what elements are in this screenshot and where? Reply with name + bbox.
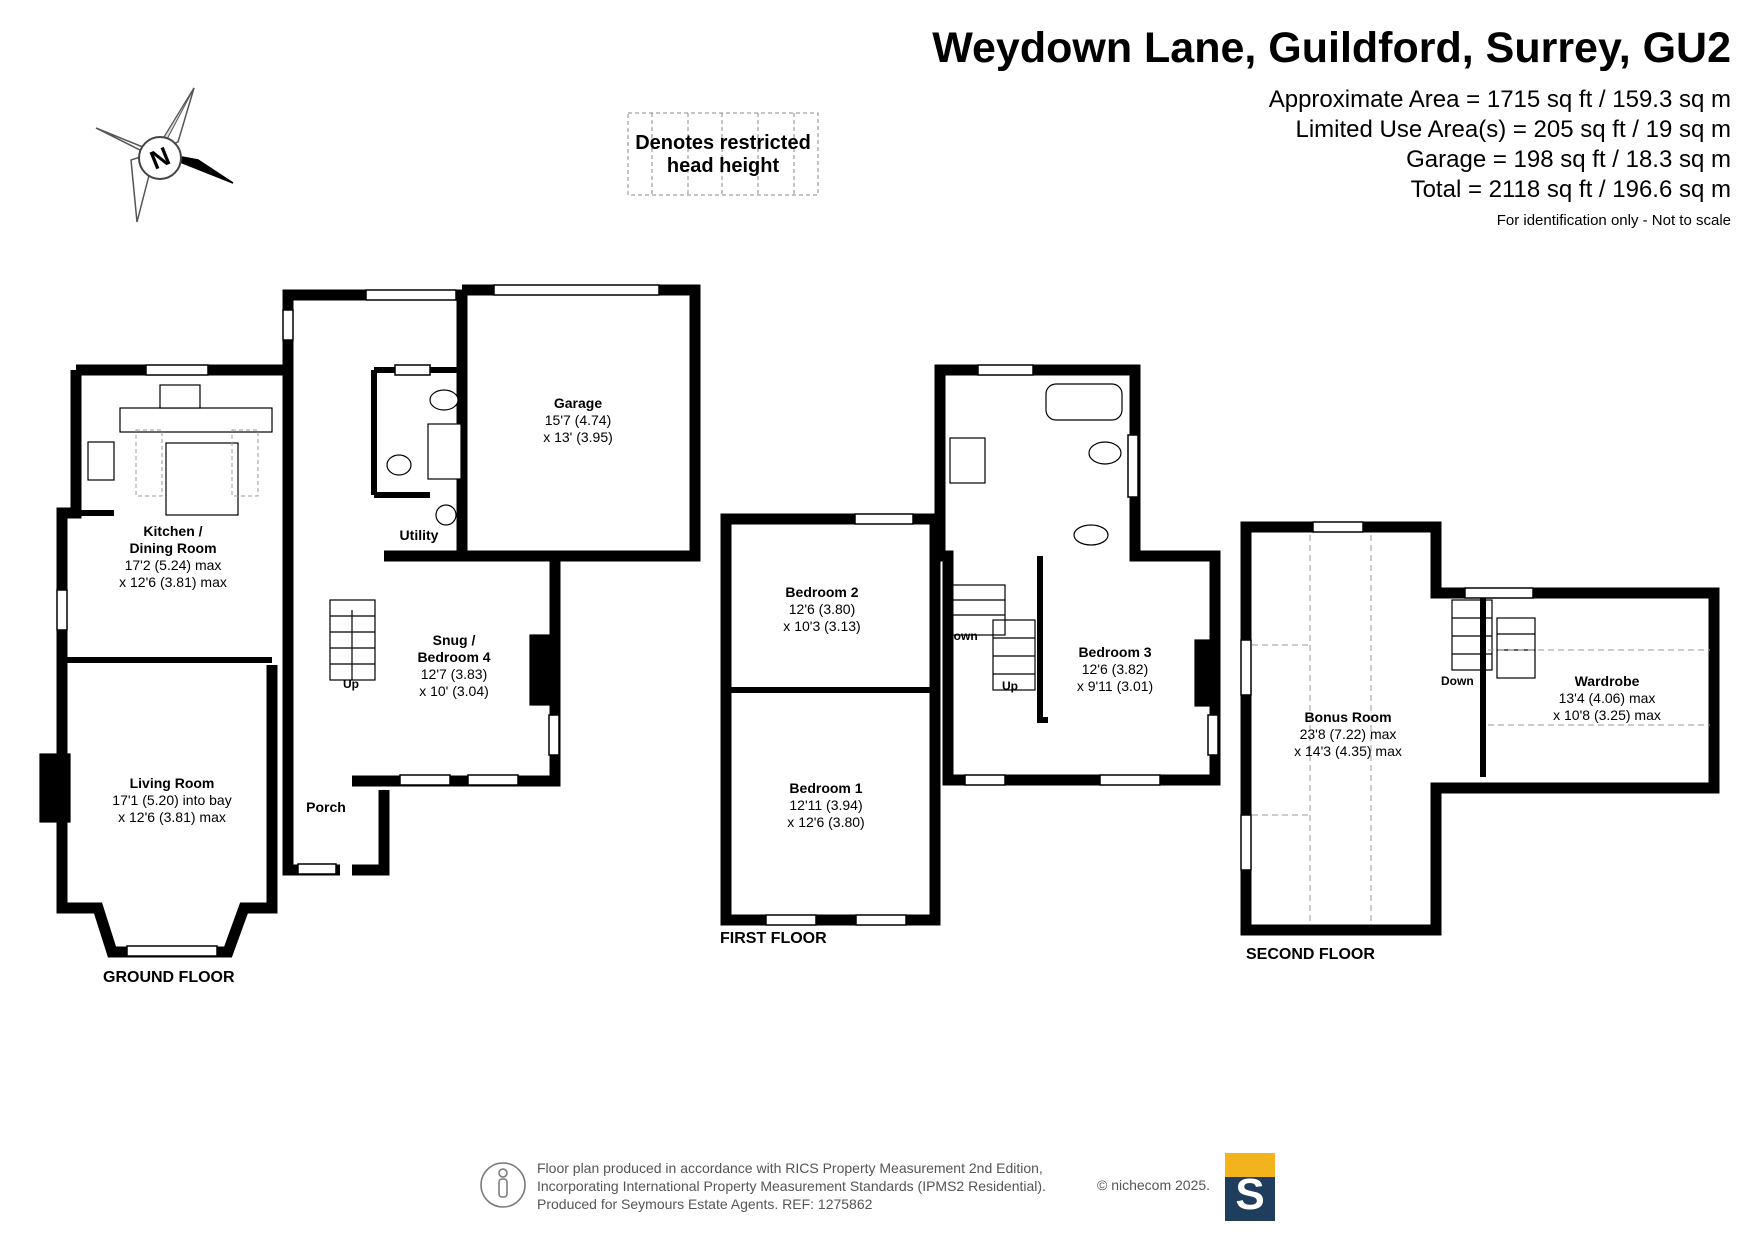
- room-porch: Porch: [306, 799, 346, 816]
- footer-line-2: Incorporating International Property Mea…: [537, 1178, 1046, 1194]
- room-dimension: 15'7 (4.74): [544, 412, 612, 428]
- room-name: Dining Room: [129, 540, 217, 556]
- garage-area: Garage = 198 sq ft / 18.3 sq m: [1406, 146, 1731, 173]
- logo-letter: S: [1235, 1170, 1264, 1219]
- rics-person-icon: [480, 1162, 526, 1208]
- restricted-height-legend-box: [627, 112, 819, 196]
- room-utility: Utility: [400, 527, 439, 544]
- first-floor-stairs: [949, 584, 1036, 691]
- second-floor-walls: [1240, 521, 1720, 936]
- ground-floor-fixtures: [39, 384, 551, 823]
- footer-line-1: Floor plan produced in accordance with R…: [537, 1160, 1043, 1176]
- room-dimension: x 10'8 (3.25) max: [1553, 707, 1661, 723]
- room-name: Bonus Room: [1304, 709, 1392, 725]
- first-floor-label: FIRST FLOOR: [720, 930, 827, 947]
- room-name: Bedroom 3: [1078, 644, 1152, 660]
- first-floor-windows: [765, 364, 1219, 926]
- second-floor-label: SECOND FLOOR: [1246, 946, 1375, 963]
- room-name: Wardrobe: [1574, 673, 1640, 689]
- room-name: Bedroom 1: [789, 780, 863, 796]
- seymours-logo: S: [1225, 1153, 1275, 1221]
- legend-line-2: head height: [666, 155, 780, 177]
- room-bonus: Bonus Room 23'8 (7.22) max x 14'3 (4.35)…: [1294, 709, 1402, 760]
- stair-up-label: Up: [1002, 679, 1018, 693]
- room-kitchen-dining: Kitchen / Dining Room 17'2 (5.24) max x …: [119, 523, 227, 591]
- property-title: Weydown Lane, Guildford, Surrey, GU2: [932, 24, 1731, 72]
- room-name: Utility: [399, 527, 439, 543]
- room-name: Bedroom 2: [785, 584, 859, 600]
- ground-floor-windows: [56, 284, 660, 957]
- room-dimension: 12'11 (3.94): [789, 797, 863, 813]
- first-floor-fixtures: [949, 383, 1216, 707]
- second-floor-restricted-areas: [1252, 535, 1710, 925]
- room-bedroom-1: Bedroom 1 12'11 (3.94) x 12'6 (3.80): [787, 780, 864, 831]
- room-dimension: 12'7 (3.83): [420, 666, 488, 682]
- room-dimension: 23'8 (7.22) max: [1299, 726, 1397, 742]
- room-dimension: x 12'6 (3.81) max: [119, 574, 227, 590]
- room-dimension: x 14'3 (4.35) max: [1294, 743, 1402, 759]
- second-floor-windows: [1240, 521, 1534, 871]
- room-name: Kitchen /: [143, 523, 203, 539]
- ground-floor-label: GROUND FLOOR: [103, 969, 235, 986]
- identification-note: For identification only - Not to scale: [1496, 212, 1731, 229]
- room-dimension: x 9'11 (3.01): [1076, 678, 1154, 694]
- room-name: Living Room: [129, 775, 215, 791]
- compass-rose-icon: N: [95, 87, 234, 223]
- total-area: Total = 2118 sq ft / 196.6 sq m: [1410, 176, 1731, 203]
- stair-down-label: Down: [945, 629, 978, 643]
- footer-text: Floor plan produced in accordance with R…: [537, 1159, 1046, 1213]
- ground-floor-walls: [56, 284, 701, 958]
- room-dimension: x 12'6 (3.81) max: [118, 809, 226, 825]
- room-dimension: 17'1 (5.20) into bay: [112, 792, 232, 808]
- legend-line-1: Denotes restricted: [635, 132, 811, 154]
- ground-floor-restricted-areas: [135, 429, 259, 497]
- room-dimension: x 12'6 (3.80): [787, 814, 865, 830]
- footer-line-3: Produced for Seymours Estate Agents. REF…: [537, 1196, 873, 1212]
- second-floor-stairs: [1451, 599, 1536, 679]
- room-dimension: 17'2 (5.24) max: [124, 557, 222, 573]
- room-dimension: 13'4 (4.06) max: [1558, 690, 1656, 706]
- stair-up-label: Up: [343, 677, 359, 691]
- room-name: Bedroom 4: [417, 649, 491, 665]
- room-dimension: x 10'3 (3.13): [783, 618, 861, 634]
- restricted-height-legend: Denotes restricted head height: [628, 132, 818, 178]
- limited-use-area: Limited Use Area(s) = 205 sq ft / 19 sq …: [1295, 116, 1731, 143]
- room-wardrobe: Wardrobe 13'4 (4.06) max x 10'8 (3.25) m…: [1553, 673, 1661, 724]
- stair-down-label: Down: [1441, 674, 1474, 688]
- room-garage: Garage 15'7 (4.74) x 13' (3.95): [543, 395, 613, 446]
- approximate-area: Approximate Area = 1715 sq ft / 159.3 sq…: [1268, 86, 1731, 113]
- room-bedroom-2: Bedroom 2 12'6 (3.80) x 10'3 (3.13): [783, 584, 860, 635]
- room-name: Snug /: [432, 632, 476, 648]
- room-dimension: 12'6 (3.80): [788, 601, 856, 617]
- room-dimension: 12'6 (3.82): [1081, 661, 1149, 677]
- ground-floor-stairs: [329, 599, 376, 681]
- room-name: Porch: [306, 799, 346, 815]
- nichecom-brand: © nichecom 2025.: [1097, 1177, 1211, 1193]
- room-living: Living Room 17'1 (5.20) into bay x 12'6 …: [112, 775, 231, 826]
- room-dimension: x 10' (3.04): [419, 683, 489, 699]
- room-dimension: x 13' (3.95): [543, 429, 613, 445]
- room-name: Garage: [553, 395, 603, 411]
- room-bedroom-3: Bedroom 3 12'6 (3.82) x 9'11 (3.01): [1077, 644, 1153, 695]
- room-snug-bedroom-4: Snug / Bedroom 4 12'7 (3.83) x 10' (3.04…: [417, 632, 490, 700]
